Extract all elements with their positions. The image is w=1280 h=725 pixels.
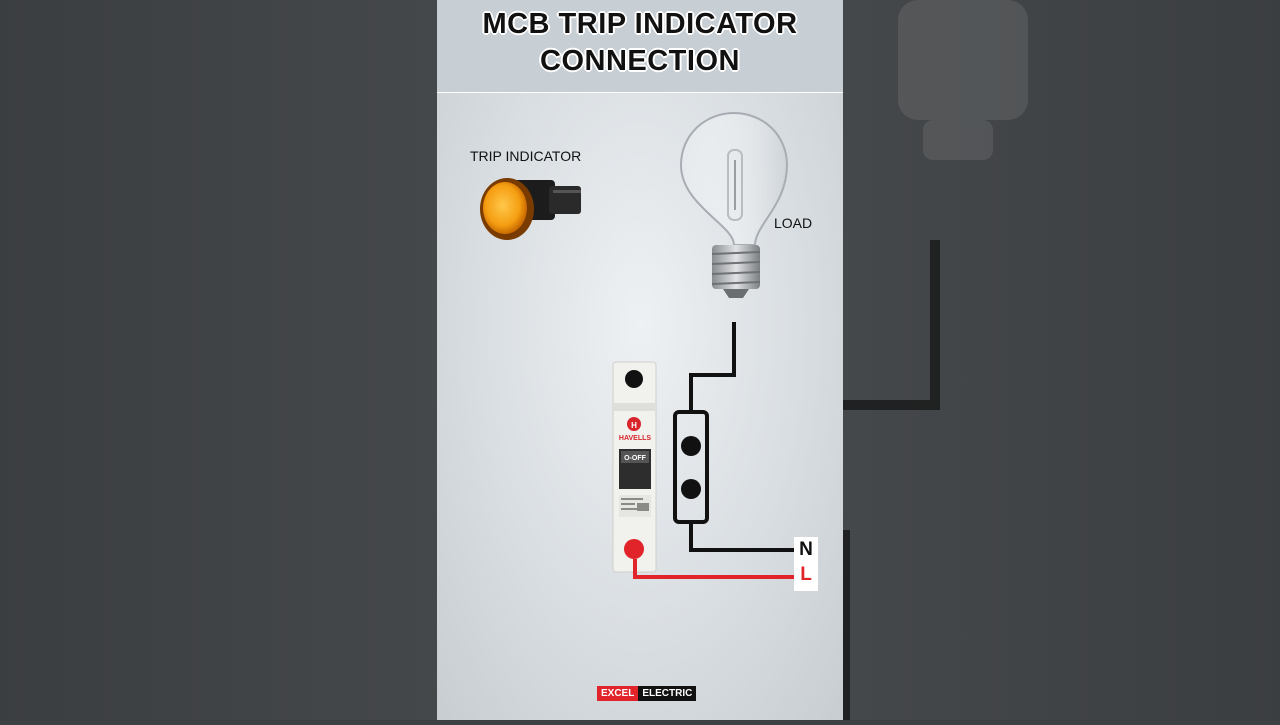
light-bulb-icon <box>679 111 789 298</box>
svg-text:H: H <box>631 421 637 430</box>
indicator-terminal-block <box>673 410 709 524</box>
mcb-switch-text: O-OFF <box>624 455 646 462</box>
title-line-1: MCB TRIP INDICATOR <box>482 8 798 40</box>
title-header: MCB TRIP INDICATOR CONNECTION <box>437 0 843 93</box>
brand-part-electric: ELECTRIC <box>638 686 697 701</box>
mcb-breaker-icon: H HAVELLS O-OFF <box>612 361 657 573</box>
load-label: LOAD <box>774 215 813 231</box>
brand-part-excel: EXCEL <box>597 686 639 701</box>
terminal-n-label: N <box>799 539 813 560</box>
mcb-brand-text: HAVELLS <box>619 435 651 442</box>
brand-logo: EXCEL ELECTRIC <box>597 686 697 701</box>
trip-indicator-label: TRIP INDICATOR <box>470 148 582 164</box>
terminal-l-label: L <box>800 564 812 585</box>
diagram-panel: MCB TRIP INDICATOR CONNECTION TRIP INDIC… <box>437 0 843 720</box>
blurred-wire-echo <box>840 0 1028 720</box>
trip-indicator-lamp-icon <box>480 178 581 240</box>
title-line-2: CONNECTION <box>540 45 740 77</box>
neutral-wire <box>689 322 794 552</box>
wiring-diagram: H HAVELLS O-OFF <box>480 111 794 579</box>
blurred-background-left <box>0 0 437 720</box>
supply-terminal-box: N L <box>794 537 818 591</box>
live-wire <box>633 559 794 579</box>
blurred-background-right <box>840 0 1280 720</box>
